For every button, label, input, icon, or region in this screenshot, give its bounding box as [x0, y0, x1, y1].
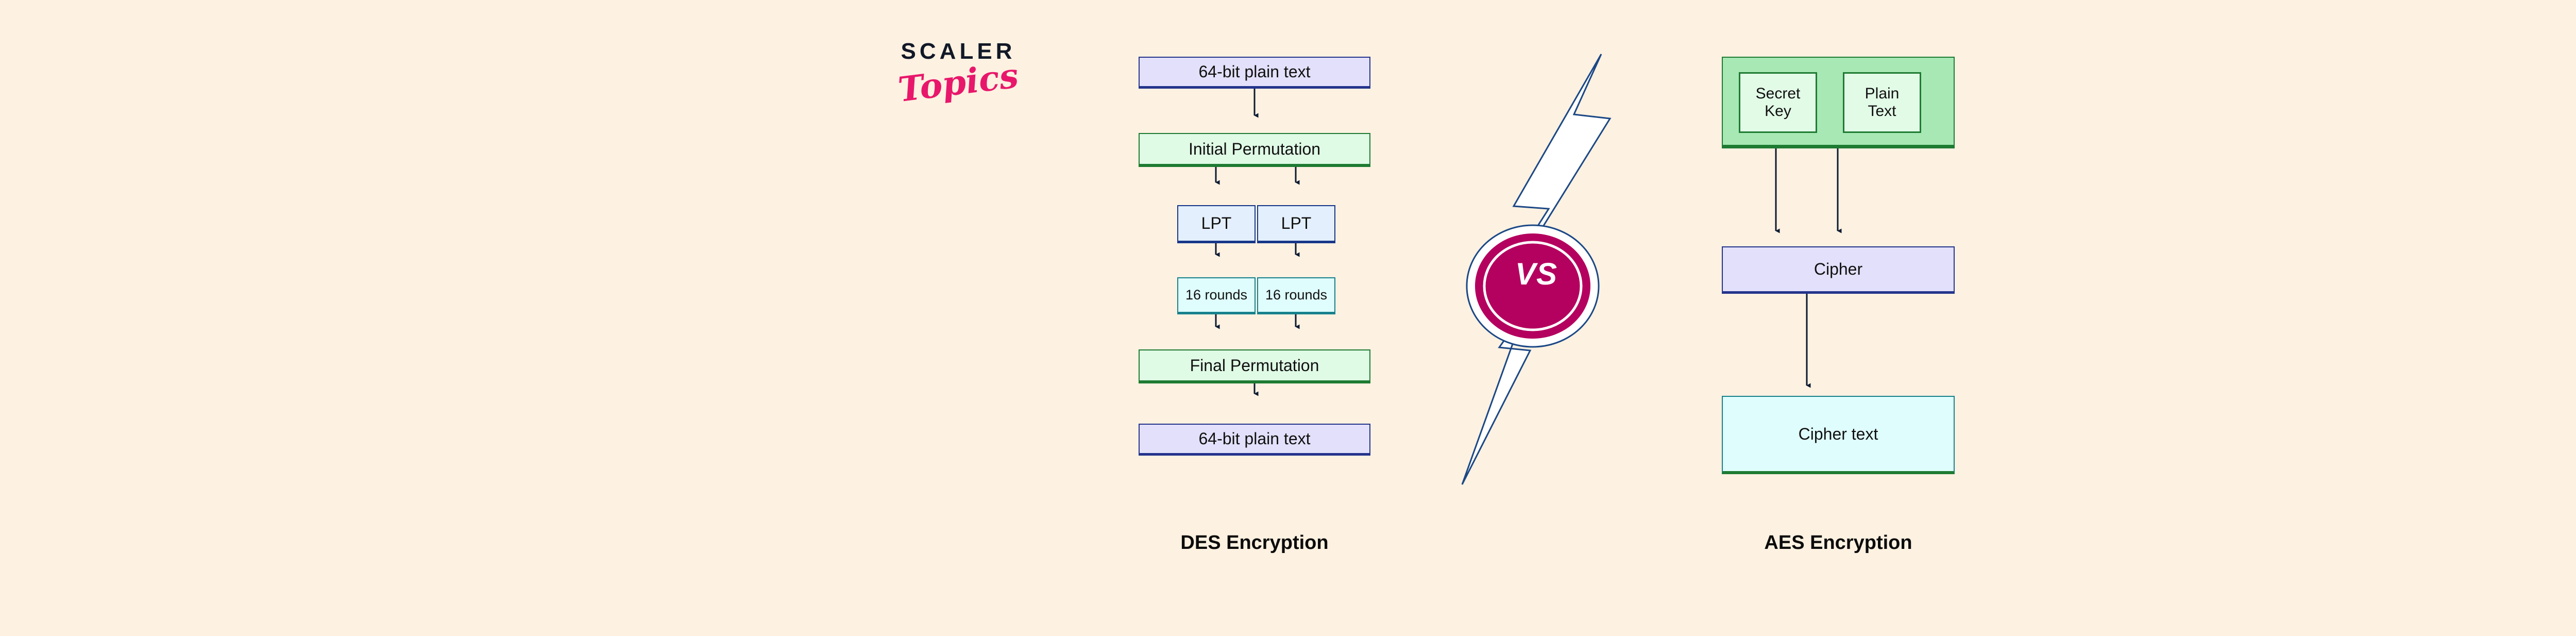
logo-wordmark: SCALER	[901, 39, 1016, 64]
aes-cipher-text-label: Cipher text	[1798, 424, 1878, 443]
des-node-final-permutation: Final Permutation	[1139, 349, 1370, 383]
aes-node-cipher: Cipher	[1722, 246, 1955, 294]
aes-node-plain-text: Plain Text	[1843, 72, 1921, 133]
aes-node-cipher-text: Cipher text	[1722, 396, 1955, 474]
aes-cipher-label: Cipher	[1814, 260, 1863, 279]
versus-emblem: VS	[1427, 31, 1643, 515]
des-caption-label: DES Encryption	[1180, 532, 1329, 554]
des-node-initial-permutation: Initial Permutation	[1139, 133, 1370, 167]
des-node-output: 64-bit plain text	[1139, 424, 1370, 456]
des-rounds-left-label: 16 rounds	[1185, 287, 1248, 303]
des-caption: DES Encryption	[1139, 532, 1370, 554]
des-lpt-left-label: LPT	[1201, 214, 1232, 233]
des-node-rounds-left: 16 rounds	[1177, 277, 1256, 314]
scaler-topics-logo: SCALER Topics	[855, 39, 1061, 131]
aes-secret-key-label-line2: Key	[1765, 103, 1791, 120]
des-output-label: 64-bit plain text	[1198, 429, 1311, 448]
aes-plain-text-label-line2: Text	[1868, 103, 1896, 120]
aes-caption-label: AES Encryption	[1764, 532, 1912, 554]
lightning-bolt-icon	[1461, 54, 1612, 485]
des-initial-permutation-label: Initial Permutation	[1188, 139, 1321, 158]
des-node-lpt-left: LPT	[1177, 205, 1256, 243]
aes-caption: AES Encryption	[1722, 532, 1955, 554]
aes-secret-key-label-line1: Secret	[1755, 85, 1801, 102]
des-input-label: 64-bit plain text	[1198, 62, 1311, 81]
des-final-permutation-label: Final Permutation	[1190, 356, 1319, 375]
des-rounds-right-label: 16 rounds	[1265, 287, 1328, 303]
des-node-rounds-right: 16 rounds	[1257, 277, 1335, 314]
des-node-lpt-right: LPT	[1257, 205, 1335, 243]
aes-node-secret-key: Secret Key	[1739, 72, 1817, 133]
des-node-input: 64-bit plain text	[1139, 57, 1370, 89]
aes-plain-text-label-line1: Plain	[1865, 85, 1900, 102]
des-lpt-right-label: LPT	[1281, 214, 1312, 233]
